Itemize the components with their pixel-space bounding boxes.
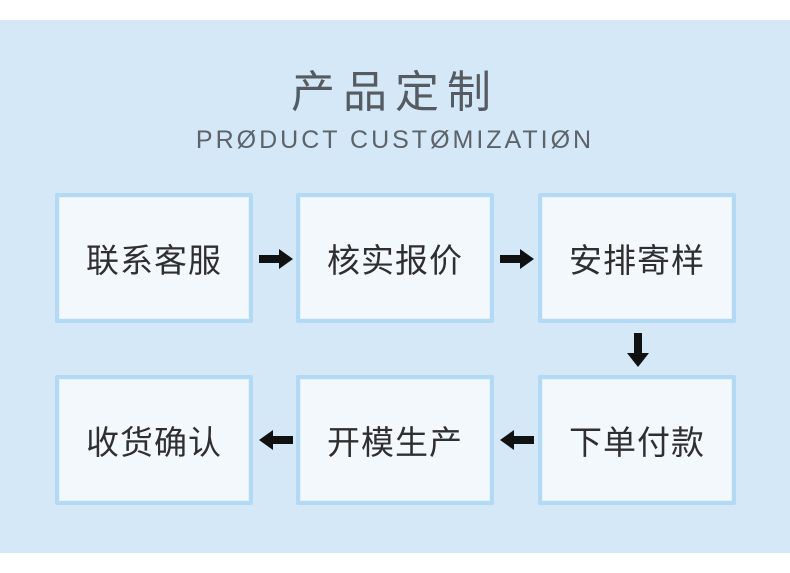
step-label: 核实报价	[327, 241, 463, 280]
step-label: 开模生产	[327, 423, 463, 462]
step-box-arrange-sample: 安排寄样	[538, 193, 736, 323]
step-label: 收货确认	[86, 423, 222, 462]
arrow-right-icon	[500, 249, 534, 269]
step-label: 安排寄样	[569, 241, 705, 280]
arrow-right-icon	[259, 249, 293, 269]
arrow-down-icon	[627, 333, 649, 367]
step-box-verify-quote: 核实报价	[296, 193, 494, 323]
step-box-place-order-pay: 下单付款	[538, 375, 736, 505]
arrow-left-icon	[500, 430, 534, 450]
step-label: 联系客服	[86, 241, 222, 280]
page-subtitle: PRØDUCT CUSTØMIZATIØN	[195, 126, 595, 154]
page-title: 产品定制	[291, 67, 499, 118]
step-label: 下单付款	[569, 423, 705, 462]
step-box-contact-service: 联系客服	[55, 193, 253, 323]
step-box-receive-confirm: 收货确认	[55, 375, 253, 505]
step-box-mold-production: 开模生产	[296, 375, 494, 505]
arrow-left-icon	[259, 430, 293, 450]
